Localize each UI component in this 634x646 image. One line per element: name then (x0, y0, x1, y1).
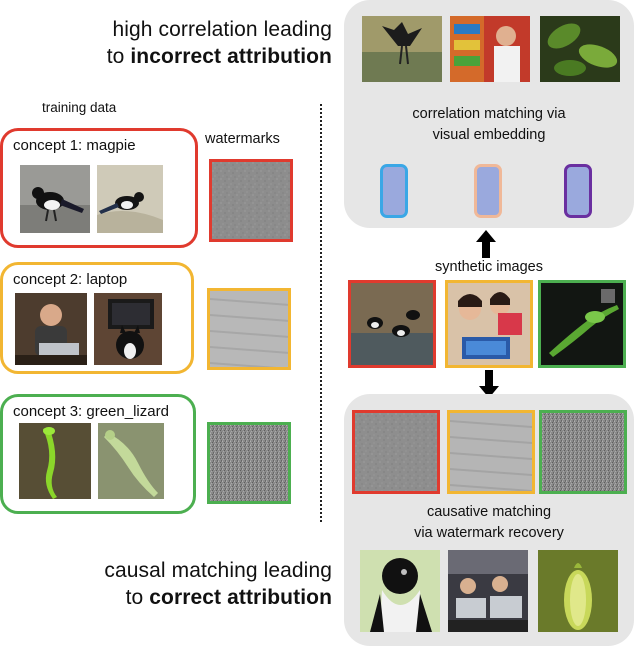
concept-box-magpie: concept 1: magpie (0, 128, 198, 248)
bottom-headline: causal matching leading to correct attri… (40, 557, 332, 611)
concept-title: concept 2: laptop (13, 271, 128, 288)
synthetic-image-laptop-women (445, 280, 533, 368)
arrow-down-icon (479, 370, 499, 398)
watermark-laptop (207, 288, 291, 370)
concept-box-laptop: concept 2: laptop (0, 262, 194, 374)
matched-image-magpie (360, 550, 440, 632)
matched-image-laptop (448, 550, 528, 632)
concept-box-green-lizard: concept 3: green_lizard (0, 394, 196, 514)
bottom-headline-line1: causal matching leading (104, 559, 332, 582)
causative-text-line1: causative matching (426, 504, 552, 520)
correlation-text: correlation matching via visual embeddin… (344, 104, 634, 146)
matched-image-lizard (538, 550, 618, 632)
panel-image-bird (362, 16, 442, 82)
recovered-watermark-lizard (539, 410, 627, 494)
arrow-up-icon (476, 230, 496, 258)
training-image-magpie-2 (97, 165, 163, 233)
training-image-magpie-1 (20, 165, 90, 233)
concept-title: concept 3: green_lizard (13, 403, 169, 420)
watermarks-label: watermarks (205, 131, 280, 147)
recovered-watermark-magpie (352, 410, 440, 494)
causative-panel: causative matching via watermark recover… (344, 394, 634, 646)
training-image-laptop-2 (94, 293, 162, 365)
training-image-lizard-1 (19, 423, 91, 499)
divider-dotted-line (320, 104, 322, 522)
top-headline-line1: high correlation leading (112, 18, 332, 41)
embedding-vector-blue (380, 164, 408, 218)
synthetic-image-magpies (348, 280, 436, 368)
correlation-panel: correlation matching via visual embeddin… (344, 0, 634, 228)
synthetic-images-label: synthetic images (435, 259, 543, 275)
correlation-text-line2: visual embedding (432, 127, 546, 143)
correlation-text-line1: correlation matching via (412, 106, 566, 122)
recovered-watermark-laptop (447, 410, 535, 494)
causative-text-line2: via watermark recovery (414, 525, 564, 541)
panel-image-foliage (540, 16, 620, 82)
causative-text: causative matching via watermark recover… (344, 502, 634, 544)
bottom-headline-line2: to correct attribution (125, 586, 332, 609)
panel-image-shopper (450, 16, 530, 82)
training-image-lizard-2 (98, 423, 164, 499)
top-headline-line2: to incorrect attribution (106, 45, 332, 68)
embedding-vector-purple (564, 164, 592, 218)
training-image-laptop-1 (15, 293, 87, 365)
training-data-label: training data (42, 100, 117, 115)
watermark-green-lizard (207, 422, 291, 504)
embedding-vector-peach (474, 164, 502, 218)
concept-title: concept 1: magpie (13, 137, 136, 154)
top-headline: high correlation leading to incorrect at… (40, 16, 332, 70)
watermark-magpie (209, 159, 293, 242)
synthetic-image-lizard (538, 280, 626, 368)
